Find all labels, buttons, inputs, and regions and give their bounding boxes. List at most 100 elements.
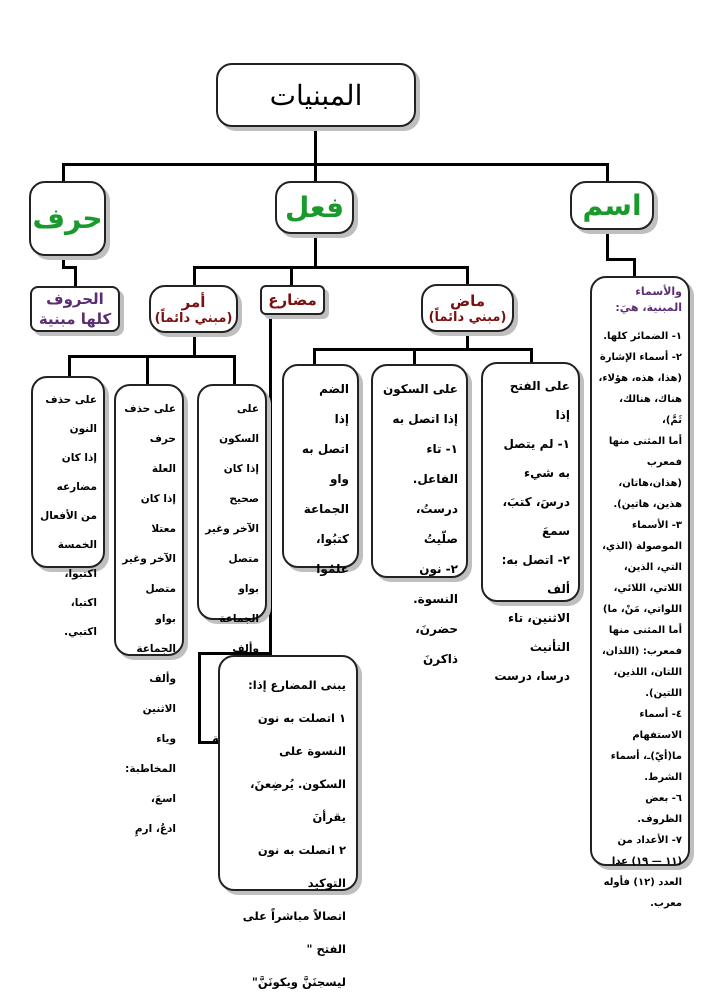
- connector: [193, 266, 196, 286]
- connector: [68, 355, 71, 377]
- past-sukun-line: درستُ، صلّيتُ: [415, 502, 458, 546]
- imp-hadhf-illa-line: الاثنين وياء: [142, 703, 176, 745]
- list-item: ٤- أسماء الاستفهام ما(أيّ)ـ، أسماء الشرط…: [610, 709, 682, 783]
- list-item: أما المثنى منها فمعرب (هذان،هاتان، هذين،…: [608, 436, 682, 510]
- connector: [74, 266, 77, 288]
- verb-title: فعل: [284, 191, 345, 224]
- noun-list: ١- الضمائر كلها. ٢- أسماء الإشارة (هذا، …: [598, 326, 682, 914]
- past-damm-box: الضم إذا اتصل به واو الجماعة كتبُوا، علم…: [282, 364, 359, 576]
- past-fath-box: على الفتح إذا ١- لم يتصل به شيء درسَ، كت…: [481, 362, 580, 683]
- imp-sukun-header: على السكون: [219, 403, 259, 445]
- connector: [466, 266, 469, 286]
- particle-box: حرف: [29, 181, 106, 256]
- connector: [62, 163, 65, 183]
- past-box: ماض (مبني دائماً): [421, 284, 514, 332]
- connector: [633, 258, 636, 278]
- connector: [606, 258, 636, 261]
- connector: [62, 163, 609, 166]
- imp-hadhf-illa-line: متصل بواو: [145, 583, 176, 625]
- past-sukun-line: ٢- نون النسوة.: [413, 562, 458, 606]
- list-item: ١- الضمائر كلها.: [603, 331, 682, 342]
- connector: [606, 163, 609, 183]
- imp-hadhf-nun-line: اكتبوا، اكتبا،: [64, 568, 97, 609]
- past-fath-line: ٢- اتصل به: ألف: [501, 553, 570, 596]
- connector: [530, 348, 533, 366]
- particle-desc-box: الحروف كلها مبنية: [30, 286, 120, 332]
- present-detail-line: ٢ اتصلت به نون التوكيد: [257, 843, 346, 890]
- particle-title: حرف: [32, 202, 103, 235]
- present-detail-box: يبنى المضارع إذا: ١ اتصلت به نون النسوة …: [218, 655, 358, 989]
- present-detail-line: ليسجنَنَّ ويكونَنَّ": [251, 975, 346, 989]
- connector: [413, 348, 416, 366]
- verb-box: فعل: [275, 181, 354, 234]
- imperative-title: أمر: [181, 292, 206, 311]
- connector: [146, 355, 149, 385]
- imp-hadhf-illa-line: الآخر وغير: [122, 553, 176, 565]
- present-detail-line: اتصالاً مباشراً على الفتح ": [242, 909, 346, 956]
- past-sukun-line: حضرنَ، ذاكرنَ: [415, 622, 458, 666]
- connector: [313, 348, 316, 366]
- present-detail-line: السكون. يُرضِعنَ، يقرأنَ: [250, 777, 346, 824]
- imp-hadhf-illa-line: إذا كان معتلا: [140, 493, 176, 535]
- connector: [233, 355, 236, 385]
- imp-hadhf-nun-box: على حذف النون إذا كان مضارعه من الأفعال …: [31, 376, 105, 638]
- imp-hadhf-illa-line: الجماعة وألف: [136, 643, 176, 685]
- connector: [314, 163, 317, 183]
- imp-hadhf-nun-line: إذا كان مضارعه: [56, 452, 97, 493]
- past-sukun-header: على السكون: [383, 382, 458, 396]
- past-sukun-box: على السكون إذا اتصل به ١- تاء الفاعل. در…: [371, 364, 468, 666]
- past-sukun-line: ١- تاء الفاعل.: [412, 442, 458, 486]
- imperative-box: أمر (مبني دائماً): [149, 285, 238, 333]
- connector: [314, 234, 317, 268]
- connector: [290, 266, 293, 286]
- past-fath-header: على الفتح: [509, 379, 570, 393]
- past-damm-line: اتصل به واو: [301, 442, 349, 486]
- imperative-subtitle: (مبني دائماً): [154, 310, 233, 326]
- connector: [198, 741, 220, 744]
- past-fath-line: إذا: [555, 408, 570, 422]
- noun-list-box: والأسماء المبنية، هيَ: ١- الضمائر كلها. …: [590, 276, 690, 909]
- past-damm-line: إذا: [334, 412, 349, 426]
- past-title: ماض: [449, 291, 486, 310]
- imp-hadhf-illa-line: المخاطبة: اسعَ،: [125, 763, 176, 805]
- present-detail-line: ١ اتصلت به نون النسوة على: [257, 711, 346, 758]
- connector: [62, 256, 65, 268]
- list-item: ٢- أسماء الإشارة (هذا، هذه، هؤلاء، هناك،…: [598, 352, 682, 426]
- connector: [606, 230, 609, 260]
- particle-desc: الحروف كلها مبنية: [38, 290, 112, 328]
- connector: [62, 266, 76, 269]
- past-fath-line: درسَ، كتبَ، سمعَ: [502, 495, 571, 538]
- past-damm-header: الضم: [319, 382, 349, 396]
- imp-sukun-line: إذا كان صحيح: [223, 463, 259, 505]
- noun-title: اسم: [582, 189, 642, 222]
- list-item: ٦- بعض الظروف.: [637, 793, 682, 825]
- past-fath-line: ١- لم يتصل به شيء: [503, 437, 570, 480]
- past-subtitle: (مبني دائماً): [428, 309, 507, 325]
- connector: [466, 332, 469, 350]
- connector: [198, 652, 201, 744]
- imp-hadhf-illa-line: ادعُ، ارمِ: [134, 823, 176, 835]
- present-box-label: مضارع: [260, 285, 325, 315]
- list-item: ٣- الأسماء الموصولة (الذي، التي، الذين، …: [601, 520, 682, 699]
- connector: [68, 355, 236, 358]
- connector: [314, 127, 317, 165]
- connector: [269, 314, 272, 654]
- past-damm-line: كتبُوا، علمُوا: [316, 532, 349, 576]
- connector: [313, 348, 533, 351]
- imp-sukun-box: على السكون إذا كان صحيح الآخر وغير متصل …: [197, 384, 267, 835]
- imp-hadhf-nun-header: على حذف النون: [45, 394, 97, 435]
- connector: [193, 266, 468, 269]
- imp-hadhf-nun-line: الخمسة: [57, 539, 97, 551]
- past-sukun-line: إذا اتصل به: [392, 412, 458, 426]
- present-detail-header: يبنى المضارع إذا:: [248, 678, 346, 692]
- noun-box: اسم: [570, 181, 654, 230]
- imp-hadhf-nun-line: من الأفعال: [40, 510, 97, 522]
- imp-hadhf-nun-line: اكتبي.: [64, 626, 97, 638]
- connector: [198, 652, 272, 655]
- past-fath-line: الاثنين، تاء التأنيث: [507, 611, 570, 654]
- list-item: ٧- الأعداد من (١١ — ١٩) عدا العدد (١٢) ف…: [603, 835, 682, 909]
- noun-list-header: والأسماء المبنية، هيَ:: [615, 285, 682, 314]
- imp-sukun-line: الجماعة وألف: [219, 613, 259, 655]
- imp-hadhf-illa-line: حرف العلة: [149, 433, 176, 475]
- past-damm-line: الجماعة: [303, 502, 349, 516]
